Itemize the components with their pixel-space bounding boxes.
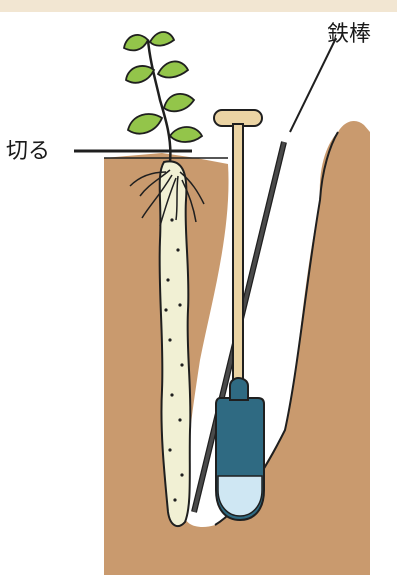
leaf	[164, 94, 194, 111]
leaf	[126, 66, 154, 83]
iron-bar-label: 鉄棒	[327, 16, 371, 48]
shovel-socket	[230, 378, 248, 400]
leaf	[150, 32, 174, 46]
cut-label: 切る	[6, 133, 50, 165]
iron-bar-pointer	[290, 38, 336, 132]
leaf	[170, 127, 202, 142]
shovel-shaft	[233, 124, 243, 386]
yam-root	[160, 161, 191, 526]
shovel-tip	[218, 476, 262, 516]
leaf	[124, 35, 148, 50]
leaf	[128, 114, 162, 134]
leaf	[158, 61, 188, 77]
top-band	[0, 0, 397, 12]
leaves	[124, 32, 202, 142]
